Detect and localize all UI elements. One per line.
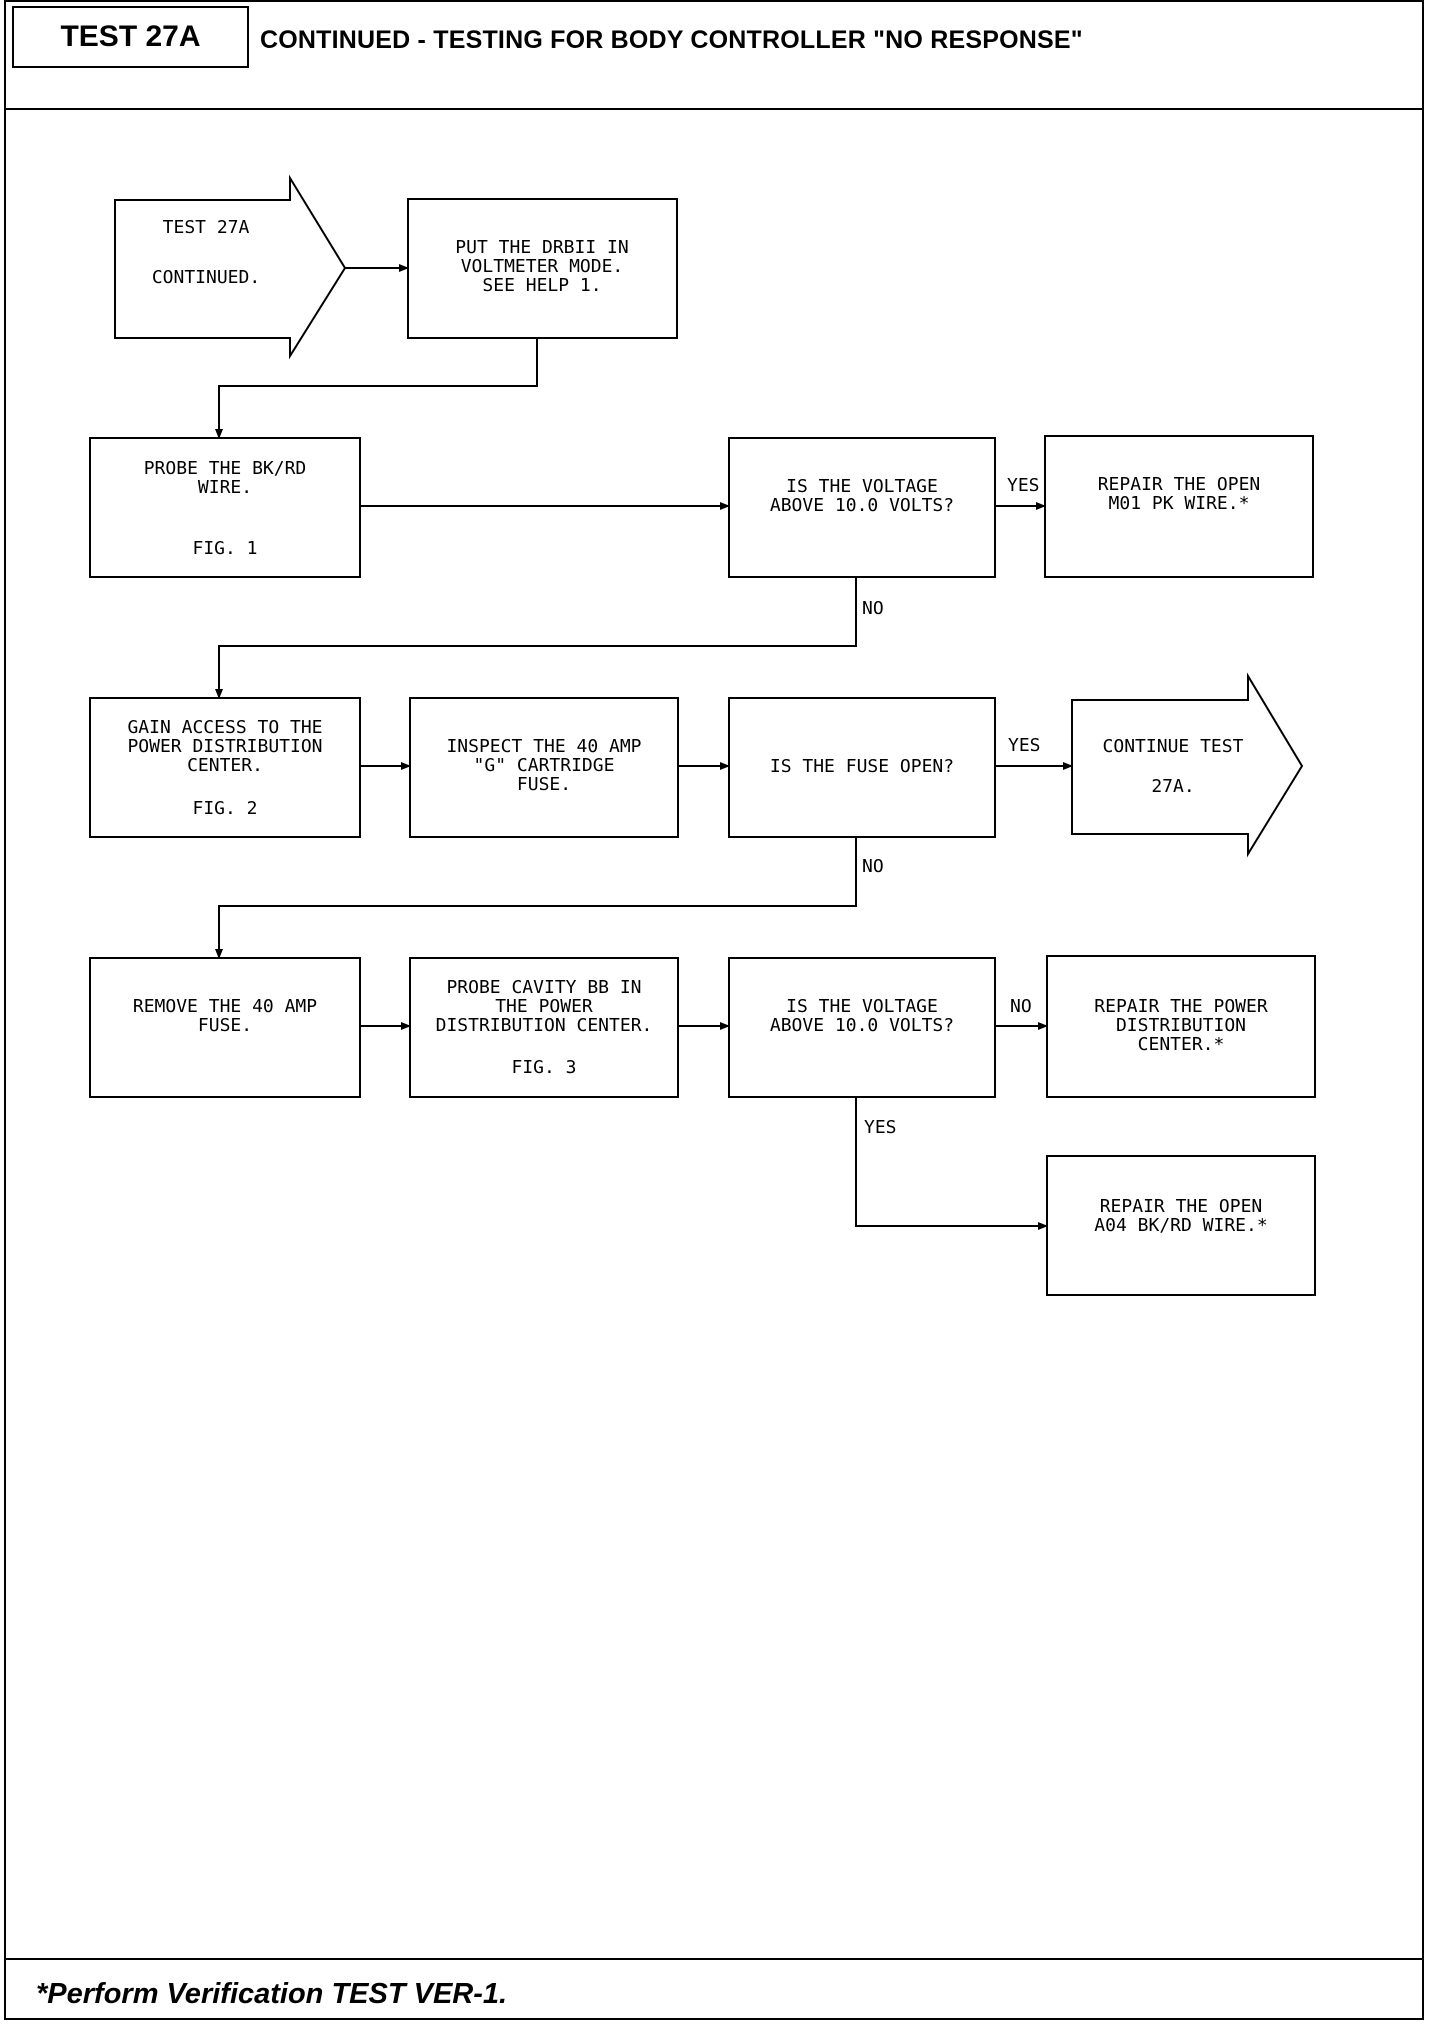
footer-divider xyxy=(6,1958,1422,1960)
repair-m01-line-1: REPAIR THE OPEN xyxy=(1098,474,1261,495)
step-inspect-fuse: INSPECT THE 40 AMP "G" CARTRIDGE FUSE. xyxy=(409,697,679,838)
result-continue-test: CONTINUE TEST 27A. xyxy=(1071,672,1304,858)
test-number-label: TEST 27A xyxy=(12,6,249,68)
access-pdc-line-3: CENTER. xyxy=(187,755,263,776)
page-title: CONTINUED - TESTING FOR BODY CONTROLLER … xyxy=(260,26,1083,54)
access-pdc-line-2: POWER DISTRIBUTION xyxy=(127,736,322,757)
access-pdc-line-1: GAIN ACCESS TO THE xyxy=(127,717,322,738)
start-line-1: TEST 27A xyxy=(163,217,250,238)
start-node: TEST 27A CONTINUED. xyxy=(114,174,347,360)
label-no-decision2: NO xyxy=(1010,996,1032,1017)
label-no-fuse: NO xyxy=(862,856,884,877)
probe-bb-fig: FIG. 3 xyxy=(511,1057,576,1078)
step-probe-cavity-bb: PROBE CAVITY BB IN THE POWER DISTRIBUTIO… xyxy=(409,957,679,1098)
probe-bb-line-1: PROBE CAVITY BB IN xyxy=(446,977,641,998)
inspect-fuse-line-1: INSPECT THE 40 AMP xyxy=(446,736,641,757)
step-access-pdc: GAIN ACCESS TO THE POWER DISTRIBUTION CE… xyxy=(89,697,361,838)
repair-m01-line-2: M01 PK WIRE.* xyxy=(1109,493,1250,514)
step-remove-fuse: REMOVE THE 40 AMP FUSE. xyxy=(89,957,361,1098)
footer-note: *Perform Verification TEST VER-1. xyxy=(36,1978,508,2010)
edge-drbii-to-probe xyxy=(215,338,538,439)
decision1-line-2: ABOVE 10.0 VOLTS? xyxy=(770,495,954,516)
decision1-line-1: IS THE VOLTAGE xyxy=(786,476,938,497)
probe-bkrd-line-1: PROBE THE BK/RD xyxy=(144,458,307,479)
remove-fuse-line-1: REMOVE THE 40 AMP xyxy=(133,996,317,1017)
label-yes-decision2: YES xyxy=(864,1117,897,1138)
edge-decision1-no xyxy=(215,577,857,699)
probe-bkrd-fig: FIG. 1 xyxy=(192,538,257,559)
drbii-line-2: VOLTMETER MODE. xyxy=(461,256,624,277)
repair-pdc-line-2: DISTRIBUTION xyxy=(1116,1015,1246,1036)
probe-bkrd-line-2: WIRE. xyxy=(198,477,252,498)
header-divider xyxy=(6,108,1422,110)
repair-a04-line-1: REPAIR THE OPEN xyxy=(1100,1196,1263,1217)
repair-a04-line-2: A04 BK/RD WIRE.* xyxy=(1094,1215,1267,1236)
decision-voltage-1: IS THE VOLTAGE ABOVE 10.0 VOLTS? xyxy=(728,437,996,578)
inspect-fuse-line-2: "G" CARTRIDGE xyxy=(474,755,615,776)
label-yes-fuse: YES xyxy=(1008,735,1041,756)
label-yes-decision1: YES xyxy=(1007,475,1040,496)
connectors xyxy=(215,264,1073,1230)
continue-line-2: 27A. xyxy=(1151,776,1194,797)
probe-bb-line-3: DISTRIBUTION CENTER. xyxy=(436,1015,653,1036)
fuse-open-question: IS THE FUSE OPEN? xyxy=(770,756,954,777)
drbii-line-3: SEE HELP 1. xyxy=(482,275,601,296)
decision2-line-1: IS THE VOLTAGE xyxy=(786,996,938,1017)
continue-line-1: CONTINUE TEST xyxy=(1103,736,1244,757)
probe-bb-line-2: THE POWER xyxy=(495,996,593,1017)
repair-pdc-line-1: REPAIR THE POWER xyxy=(1094,996,1268,1017)
result-repair-pdc: REPAIR THE POWER DISTRIBUTION CENTER.* xyxy=(1046,955,1316,1098)
edge-fuse-decision-no xyxy=(215,837,857,959)
repair-pdc-line-3: CENTER.* xyxy=(1138,1034,1225,1055)
step-probe-bkrd: PROBE THE BK/RD WIRE. FIG. 1 xyxy=(89,437,361,578)
decision-voltage-2: IS THE VOLTAGE ABOVE 10.0 VOLTS? xyxy=(728,957,996,1098)
label-no-decision1: NO xyxy=(862,598,884,619)
inspect-fuse-line-3: FUSE. xyxy=(517,774,571,795)
decision-fuse-open: IS THE FUSE OPEN? xyxy=(728,697,996,838)
result-repair-m01: REPAIR THE OPEN M01 PK WIRE.* xyxy=(1044,435,1314,578)
decision2-line-2: ABOVE 10.0 VOLTS? xyxy=(770,1015,954,1036)
edge-decision2-yes xyxy=(855,1097,1048,1230)
remove-fuse-line-2: FUSE. xyxy=(198,1015,252,1036)
result-repair-a04: REPAIR THE OPEN A04 BK/RD WIRE.* xyxy=(1046,1155,1316,1296)
drbii-line-1: PUT THE DRBII IN xyxy=(455,237,628,258)
access-pdc-fig: FIG. 2 xyxy=(192,798,257,819)
start-line-2: CONTINUED. xyxy=(152,267,260,288)
step-drbii-voltmeter: PUT THE DRBII IN VOLTMETER MODE. SEE HEL… xyxy=(407,198,678,339)
